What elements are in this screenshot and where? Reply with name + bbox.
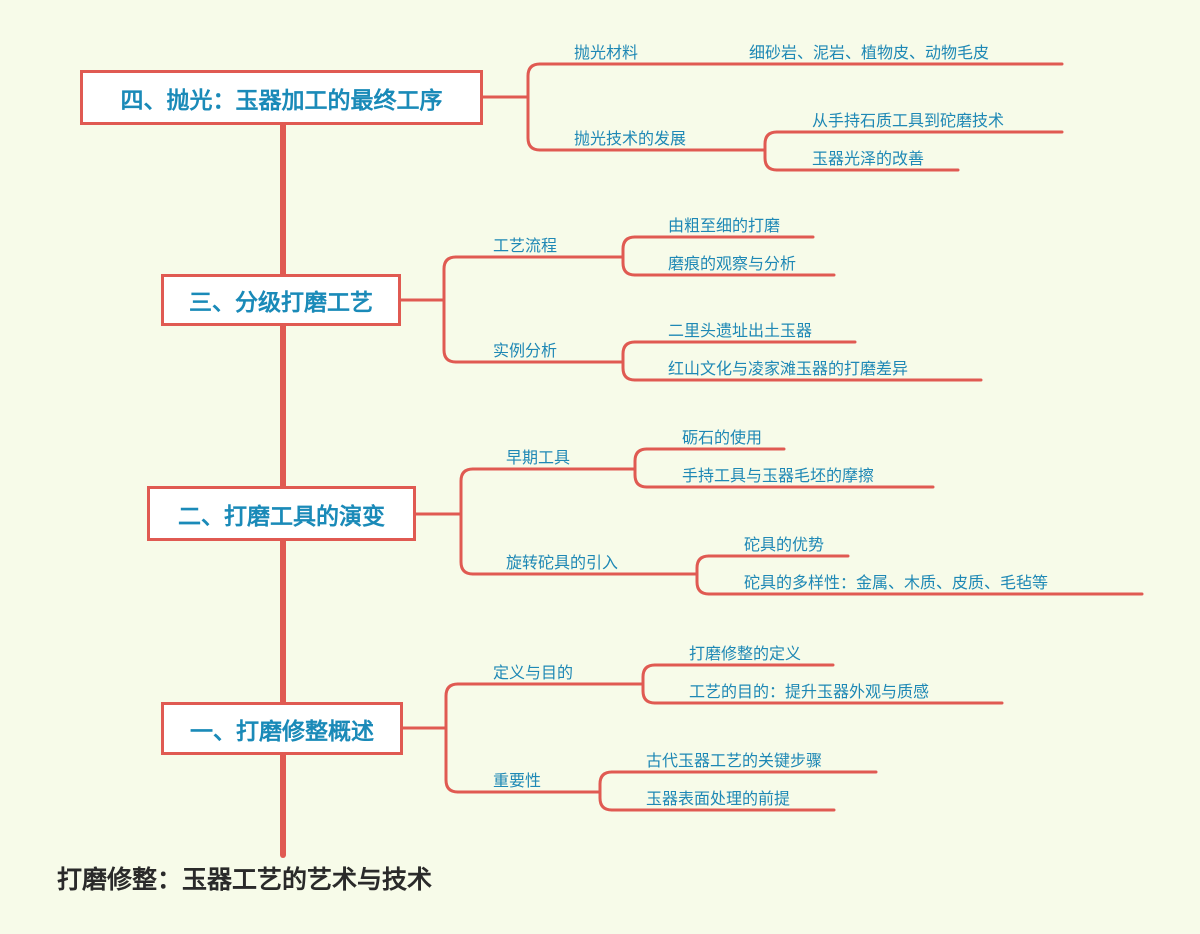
leaf-wheel-diversity[interactable]: 砣具的多样性：金属、木质、皮质、毛毡等 <box>744 573 1049 592</box>
main-node-graded-grinding[interactable]: 三、分级打磨工艺 <box>161 274 401 326</box>
sub-node-rotary-wheel[interactable]: 旋转砣具的引入 <box>506 553 619 572</box>
leaf-luster-improvement[interactable]: 玉器光泽的改善 <box>812 149 925 168</box>
leaf-coarse-to-fine[interactable]: 由粗至细的打磨 <box>668 216 781 235</box>
sub-node-definition-purpose[interactable]: 定义与目的 <box>493 663 574 682</box>
main-node-tool-evolution[interactable]: 二、打磨工具的演变 <box>147 486 416 541</box>
leaf-definition[interactable]: 打磨修整的定义 <box>689 644 802 663</box>
leaf-key-step[interactable]: 古代玉器工艺的关键步骤 <box>646 751 823 770</box>
leaf-handheld-to-wheel[interactable]: 从手持石质工具到砣磨技术 <box>812 111 1005 130</box>
sub-node-polishing-materials[interactable]: 抛光材料 <box>574 43 639 62</box>
sub-node-early-tools[interactable]: 早期工具 <box>506 448 571 467</box>
sub-node-case-analysis[interactable]: 实例分析 <box>493 341 558 360</box>
leaf-surface-prerequisite[interactable]: 玉器表面处理的前提 <box>646 789 791 808</box>
leaf-erlitou-jades[interactable]: 二里头遗址出土玉器 <box>668 321 813 340</box>
sub-node-process-flow[interactable]: 工艺流程 <box>493 236 558 255</box>
main-node-overview[interactable]: 一、打磨修整概述 <box>161 702 403 755</box>
leaf-whetstone[interactable]: 砺石的使用 <box>682 428 763 447</box>
leaf-polishing-materials-list[interactable]: 细砂岩、泥岩、植物皮、动物毛皮 <box>749 43 990 62</box>
root-title[interactable]: 打磨修整：玉器工艺的艺术与技术 <box>57 865 433 894</box>
main-node-polishing[interactable]: 四、抛光：玉器加工的最终工序 <box>80 70 483 125</box>
leaf-hongshan-lingjiatan[interactable]: 红山文化与凌家滩玉器的打磨差异 <box>668 359 909 378</box>
leaf-wear-marks[interactable]: 磨痕的观察与分析 <box>668 254 797 273</box>
sub-node-polishing-development[interactable]: 抛光技术的发展 <box>574 129 687 148</box>
leaf-wheel-advantages[interactable]: 砣具的优势 <box>744 535 825 554</box>
leaf-purpose[interactable]: 工艺的目的：提升玉器外观与质感 <box>689 682 930 701</box>
leaf-handheld-friction[interactable]: 手持工具与玉器毛坯的摩擦 <box>682 466 875 485</box>
sub-node-importance[interactable]: 重要性 <box>493 771 542 790</box>
